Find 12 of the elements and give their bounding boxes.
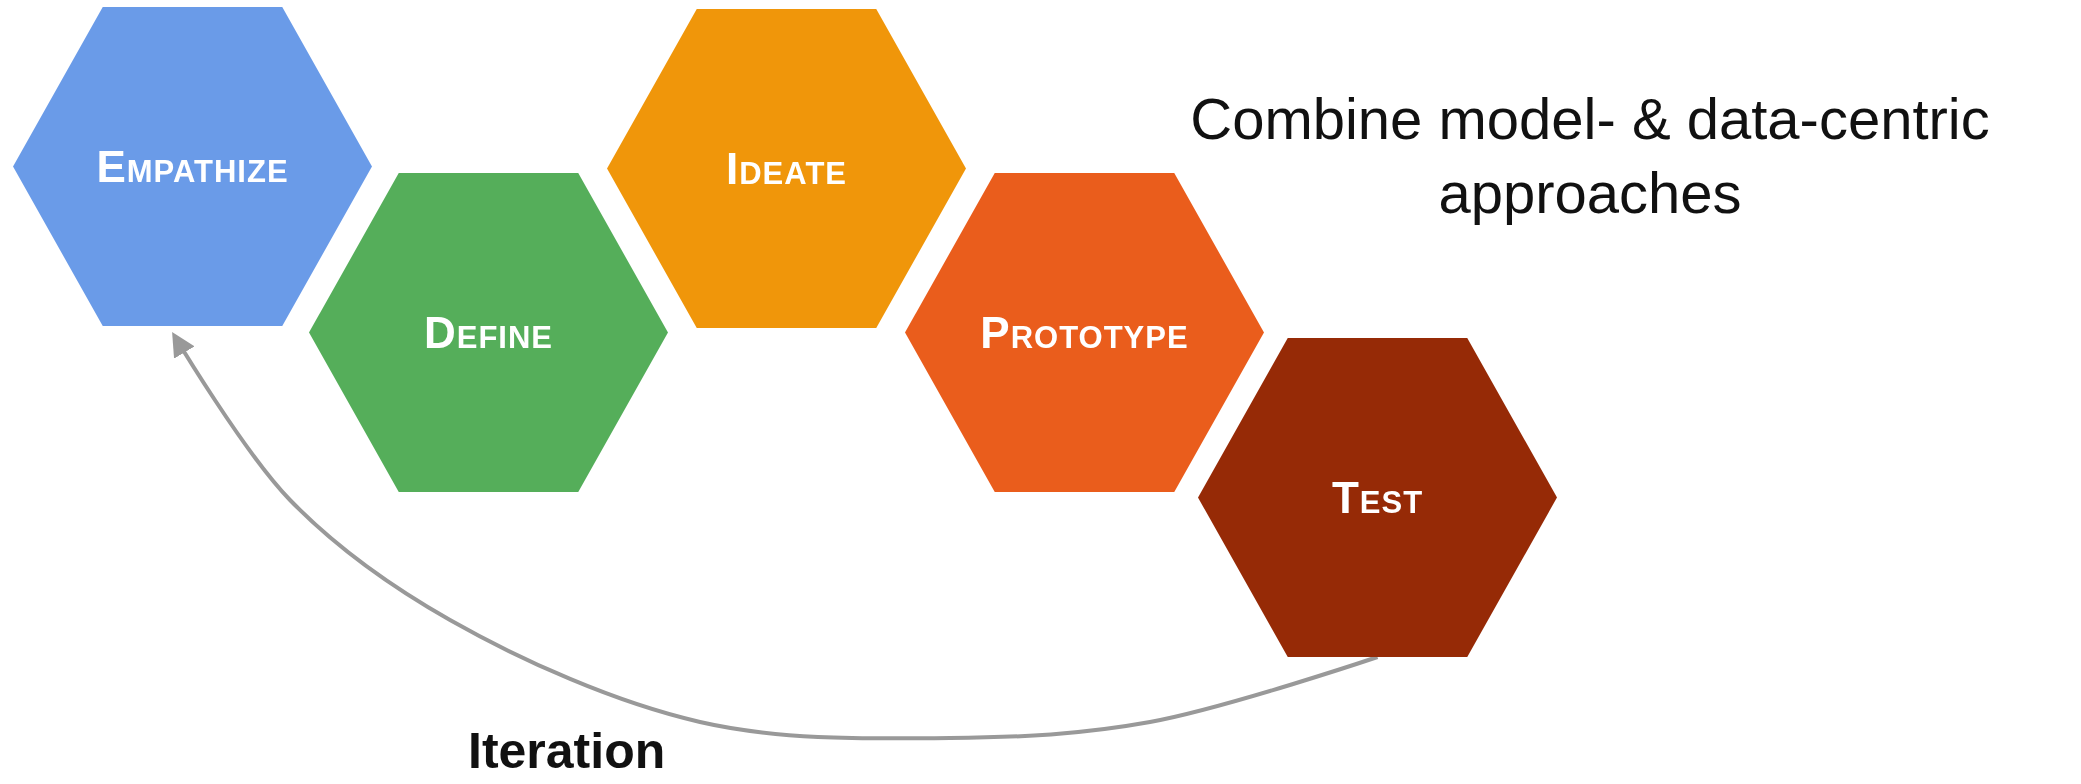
hexagon (1198, 338, 1557, 657)
hexagon (309, 173, 668, 492)
curved-arrow (172, 331, 1379, 741)
phase-label: Define (423, 307, 554, 358)
hexagon (905, 173, 1264, 492)
hexagon (607, 9, 966, 328)
title: Combine model- & data-centric approaches (1189, 85, 1991, 227)
phase-label: Prototype (980, 307, 1189, 358)
phase-label: Test (1331, 472, 1424, 523)
hexagon (13, 7, 372, 326)
phase-label: Ideate (726, 143, 847, 194)
phase-label: Empathize (96, 141, 289, 192)
